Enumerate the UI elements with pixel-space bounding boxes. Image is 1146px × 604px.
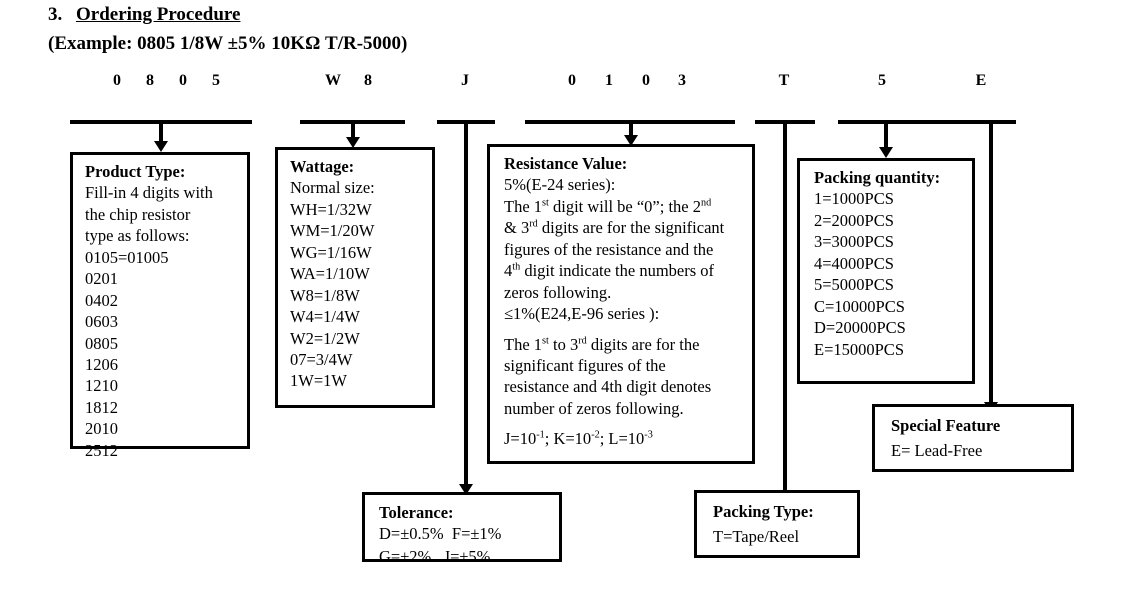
packing-quantity-line: 4=4000PCS [814, 253, 894, 273]
product-type-line: 0201 [85, 269, 118, 289]
special-feature-box: Special Feature E= Lead-Free [872, 404, 1074, 472]
special-feature-line: E= Lead-Free [891, 441, 983, 461]
wattage-line: WA=1/10W [290, 264, 370, 284]
wattage-box: Wattage: Normal size: WH=1/32W WM=1/20W … [275, 147, 435, 408]
wattage-line: W4=1/4W [290, 307, 360, 327]
packing-quantity-line: 5=5000PCS [814, 275, 894, 295]
code-char-product-2: 8 [146, 72, 154, 89]
resistance-body-line: & 3rd digits are for the significant [504, 218, 725, 238]
connector-stem-packing-quantity [884, 120, 888, 148]
code-char-tolerance: J [461, 72, 469, 89]
connector-arrow-wattage [346, 137, 360, 148]
connector-arrow-tolerance [459, 484, 473, 495]
code-char-product-1: 0 [113, 72, 121, 89]
wattage-line: Normal size: [290, 178, 375, 198]
tolerance-title: Tolerance: [379, 503, 454, 522]
code-char-resistance-3: 0 [642, 72, 650, 89]
packing-quantity-line: D=20000PCS [814, 318, 906, 338]
code-char-product-4: 5 [212, 72, 220, 89]
packing-quantity-line: C=10000PCS [814, 296, 905, 316]
resistance-body-line: 4th digit indicate the numbers of [504, 261, 715, 281]
code-char-wattage-1: W [325, 72, 341, 89]
connector-stem-resistance [629, 120, 633, 136]
product-type-line: 1812 [85, 397, 118, 417]
resistance-body-line: figures of the resistance and the [504, 239, 714, 259]
code-char-resistance-4: 3 [678, 72, 686, 89]
page-title: Ordering Procedure [76, 4, 241, 25]
resistance-value-box: Resistance Value: 5%(E-24 series): The 1… [487, 144, 755, 464]
wattage-line: WG=1/16W [290, 242, 372, 262]
resistance-body-line: zeros following. [504, 282, 612, 302]
packing-quantity-line: E=15000PCS [814, 339, 904, 359]
tolerance-box: Tolerance: D=±0.5% F=±1% G=±2% J=±5% [362, 492, 562, 566]
product-type-box: Product Type: Fill-in 4 digits with the … [70, 152, 250, 460]
resistance-body-line: number of zeros following. [504, 398, 684, 418]
code-char-packing-type: T [778, 72, 790, 89]
resistance-series-1pct: ≤1%(E24,E-96 series ): [504, 304, 660, 324]
wattage-line: W8=1/8W [290, 285, 360, 305]
code-char-special-feature: E [975, 72, 987, 89]
connector-stem-special-feature [989, 120, 993, 403]
connector-stem-product-type [159, 120, 163, 142]
packing-type-line: T=Tape/Reel [713, 527, 800, 547]
wattage-line: WM=1/20W [290, 221, 375, 241]
resistance-multipliers: J=10-1; K=10-2; L=10-3 [504, 429, 653, 449]
connector-arrow-product-type [154, 141, 168, 152]
connector-stem-wattage [351, 120, 355, 138]
code-char-resistance-1: 0 [568, 72, 576, 89]
product-type-line: 0805 [85, 333, 118, 353]
packing-quantity-box: Packing quantity: 1=1000PCS 2=2000PCS 3=… [797, 158, 975, 384]
special-feature-title: Special Feature [891, 416, 1001, 435]
connector-stem-tolerance [464, 120, 468, 485]
wattage-line: 07=3/4W [290, 349, 353, 369]
example-line: (Example: 0805 1/8W ±5% 10KΩ T/R-5000) [48, 33, 408, 54]
connector-arrow-resistance [624, 135, 638, 146]
product-type-line: 0105=01005 [85, 247, 169, 267]
resistance-body-line: The 1st to 3rd digits are for the [504, 334, 700, 354]
code-char-packing-quantity: 5 [878, 72, 886, 89]
wattage-title: Wattage: [290, 157, 355, 176]
product-type-title: Product Type: [85, 162, 186, 181]
resistance-body-line: The 1st digit will be “0”; the 2nd [504, 196, 712, 216]
connector-bar-special-feature [958, 120, 1016, 124]
packing-quantity-line: 2=2000PCS [814, 210, 894, 230]
code-char-product-3: 0 [179, 72, 187, 89]
product-type-line: 0603 [85, 312, 118, 332]
product-type-line: 2512 [85, 440, 118, 460]
tolerance-row: D=±0.5% F=±1% [379, 524, 502, 544]
product-type-line: 1210 [85, 376, 118, 396]
wattage-line: 1W=1W [290, 371, 347, 391]
product-type-line: Fill-in 4 digits with [85, 183, 213, 203]
resistance-body-line: resistance and 4th digit denotes [504, 377, 712, 397]
connector-arrow-packing-quantity [879, 147, 893, 158]
product-type-line: type as follows: [85, 226, 190, 246]
packing-quantity-title: Packing quantity: [814, 168, 941, 187]
product-type-line: 1206 [85, 354, 118, 374]
packing-type-title: Packing Type: [713, 502, 814, 521]
packing-quantity-line: 3=3000PCS [814, 232, 894, 252]
wattage-line: WH=1/32W [290, 199, 372, 219]
packing-quantity-line: 1=1000PCS [814, 189, 894, 209]
code-char-wattage-2: 8 [364, 72, 372, 89]
code-char-resistance-2: 1 [605, 72, 613, 89]
product-type-line: 0402 [85, 290, 118, 310]
wattage-line: W2=1/2W [290, 328, 360, 348]
resistance-value-title: Resistance Value: [504, 154, 628, 173]
resistance-body-line: significant figures of the [504, 355, 666, 375]
tolerance-row: G=±2% J=±5% [379, 546, 491, 566]
product-type-line: 2010 [85, 419, 118, 439]
product-type-line: the chip resistor [85, 204, 191, 224]
connector-bar-packing-quantity [838, 120, 968, 124]
resistance-series-5pct: 5%(E-24 series): [504, 175, 616, 195]
packing-type-box: Packing Type: T=Tape/Reel [694, 490, 860, 558]
section-number: 3. [48, 4, 63, 25]
connector-stem-packing-type [783, 120, 787, 500]
